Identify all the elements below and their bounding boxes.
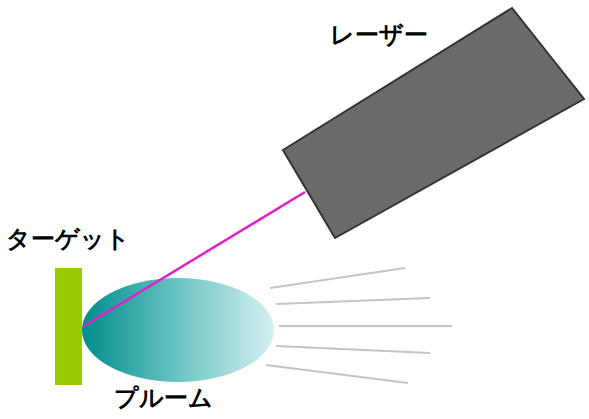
target-plate: [55, 268, 82, 385]
ray: [279, 325, 452, 327]
plume-rays: [266, 268, 452, 383]
plume-label: プルーム: [114, 385, 213, 413]
target-label: ターゲット: [6, 226, 130, 254]
plume-shape: [82, 278, 274, 382]
laser-body: [283, 8, 584, 238]
ray: [276, 346, 430, 353]
laser-label: レーザー: [330, 22, 428, 50]
ray: [276, 298, 430, 304]
ray: [266, 365, 408, 383]
ray: [270, 268, 405, 288]
laser-beam: [84, 192, 305, 326]
